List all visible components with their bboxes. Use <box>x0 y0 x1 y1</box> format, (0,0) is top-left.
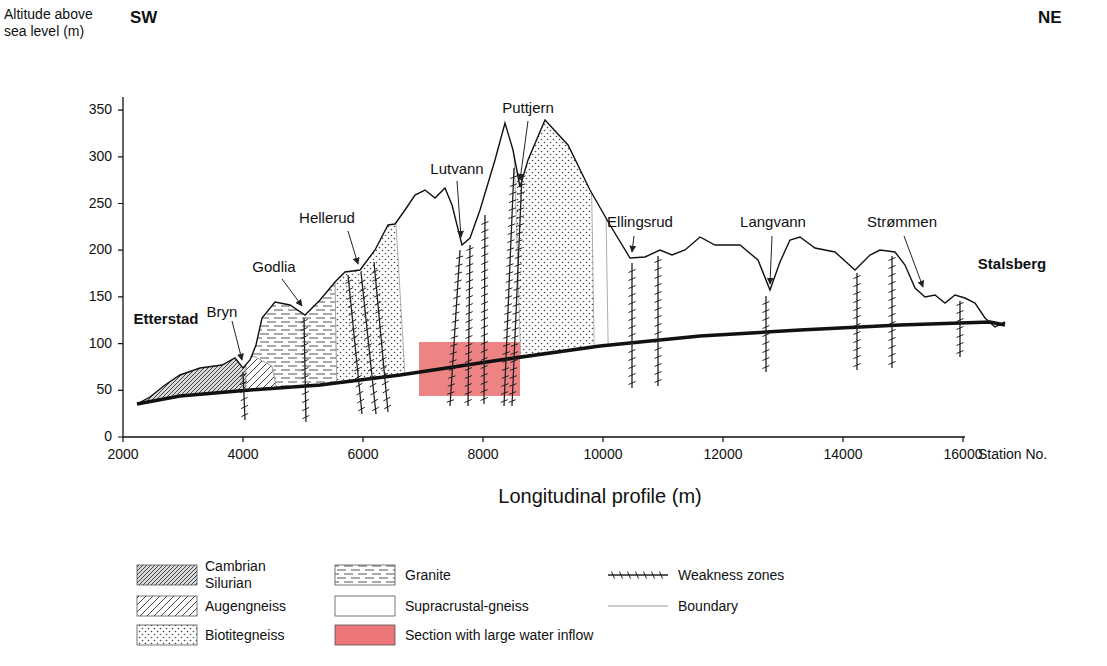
axis-or-place-label: 12000 <box>704 446 743 463</box>
legend-swatch <box>137 565 197 585</box>
axis-or-place-label: 300 <box>89 148 112 165</box>
terrain-line <box>137 120 1005 404</box>
axis-or-place-label: Etterstad <box>133 310 198 328</box>
legend-swatch <box>335 565 395 585</box>
axis-or-place-label: 350 <box>89 101 112 118</box>
weakness-ticks <box>481 222 489 401</box>
legend-label: Cambrian Silurian <box>205 558 280 592</box>
weakness-ticks <box>301 319 310 418</box>
leader-arrow <box>348 231 358 264</box>
weakness-zone <box>891 256 892 368</box>
boundary-line <box>604 90 610 460</box>
axis-or-place-label: 50 <box>96 381 112 398</box>
weakness-zone <box>243 372 245 420</box>
axis-or-place-label: 14000 <box>824 446 863 463</box>
leader-arrow <box>904 236 923 287</box>
leader-arrow <box>770 236 772 284</box>
axis-or-place-label: Bryn <box>207 303 238 321</box>
weakness-zone <box>468 245 470 406</box>
axis-or-place-label: Godlia <box>252 258 295 276</box>
axis-or-place-label: Langvann <box>740 213 806 231</box>
legend-label: Boundary <box>678 598 738 615</box>
tunnel-line <box>137 322 1005 404</box>
axis-or-place-label: Puttjern <box>502 99 554 117</box>
weakness-zone <box>856 273 857 370</box>
axis-or-place-label: 4000 <box>227 446 258 463</box>
axis-or-place-label: 8000 <box>467 446 498 463</box>
legend-swatch <box>137 625 197 645</box>
leader-arrow <box>520 121 528 180</box>
legend-label: Granite <box>405 567 451 584</box>
leader-arrow <box>632 236 634 252</box>
rock-unit <box>110 90 246 460</box>
weakness-ticks <box>345 280 364 411</box>
weakness-zones <box>240 168 964 422</box>
legend-label: Augengneiss <box>205 598 286 615</box>
legend-label: Supracrustal-gneiss <box>405 598 529 615</box>
axis-or-place-label: Longitudinal profile (m) <box>498 484 701 508</box>
weakness-ticks <box>372 270 391 409</box>
axis-or-place-label: 200 <box>89 241 112 258</box>
boundary-sample <box>608 605 668 606</box>
weakness-ticks <box>655 260 662 383</box>
legend-label: Biotitegneiss <box>205 627 284 644</box>
axis-or-place-label: Altitude above sea level (m) <box>4 6 94 40</box>
legend-swatch <box>335 596 395 616</box>
weakness-zone <box>374 262 388 412</box>
weakness-ticks <box>957 303 964 354</box>
axis-or-place-label: 100 <box>89 335 112 352</box>
leader-arrow <box>232 321 242 360</box>
axis-or-place-label: Stalsberg <box>978 255 1046 273</box>
weakness-ticks <box>763 302 770 369</box>
axis-ticks <box>118 110 963 442</box>
weakness-zone <box>304 318 306 422</box>
weakness-ticks <box>629 270 636 385</box>
rock-unit <box>512 90 596 460</box>
axis-line <box>123 97 965 437</box>
weakness-zone <box>765 296 766 372</box>
weakness-zone <box>631 263 632 388</box>
weakness-zone <box>484 215 485 404</box>
axis-or-place-label: 2000 <box>107 446 138 463</box>
rock-units <box>110 90 610 460</box>
axis-or-place-label: 250 <box>89 195 112 212</box>
axis-or-place-label: NE <box>1038 8 1062 28</box>
weakness-zone <box>504 168 514 406</box>
weakness-ticks <box>240 373 249 416</box>
weakness-ticks <box>509 176 526 402</box>
rock-unit <box>332 90 410 460</box>
axis-or-place-label: Station No. <box>978 446 1047 463</box>
axis-or-place-label: Hellerud <box>299 209 355 227</box>
weakness-zone <box>657 256 658 386</box>
rock-unit <box>240 90 338 460</box>
leader-arrow <box>282 279 302 306</box>
weakness-zone <box>608 574 668 575</box>
weakness-ticks <box>447 256 463 402</box>
weakness-ticks <box>359 280 379 411</box>
legend-label: Weakness zones <box>678 567 784 584</box>
axis-or-place-label: 0 <box>104 428 112 445</box>
axis-or-place-label: 10000 <box>584 446 623 463</box>
axis-or-place-label: 16000 <box>944 446 983 463</box>
weakness-ticks <box>465 248 474 403</box>
axis-or-place-label: Lutvann <box>430 160 483 178</box>
legend-swatch <box>137 596 197 616</box>
axis-or-place-label: Strømmen <box>867 213 937 231</box>
weakness-ticks <box>854 276 861 367</box>
axis-or-place-label: 150 <box>89 288 112 305</box>
legend-label: Section with large water inflow <box>405 627 593 644</box>
axis-or-place-label: 6000 <box>347 446 378 463</box>
legend-swatch <box>335 625 395 645</box>
axis-or-place-label: Ellingsrud <box>607 213 673 231</box>
weakness-ticks <box>612 572 663 579</box>
leader-arrow <box>457 181 461 237</box>
weakness-zone <box>959 301 960 357</box>
axis-or-place-label: SW <box>130 8 157 28</box>
weakness-ticks <box>889 258 896 365</box>
